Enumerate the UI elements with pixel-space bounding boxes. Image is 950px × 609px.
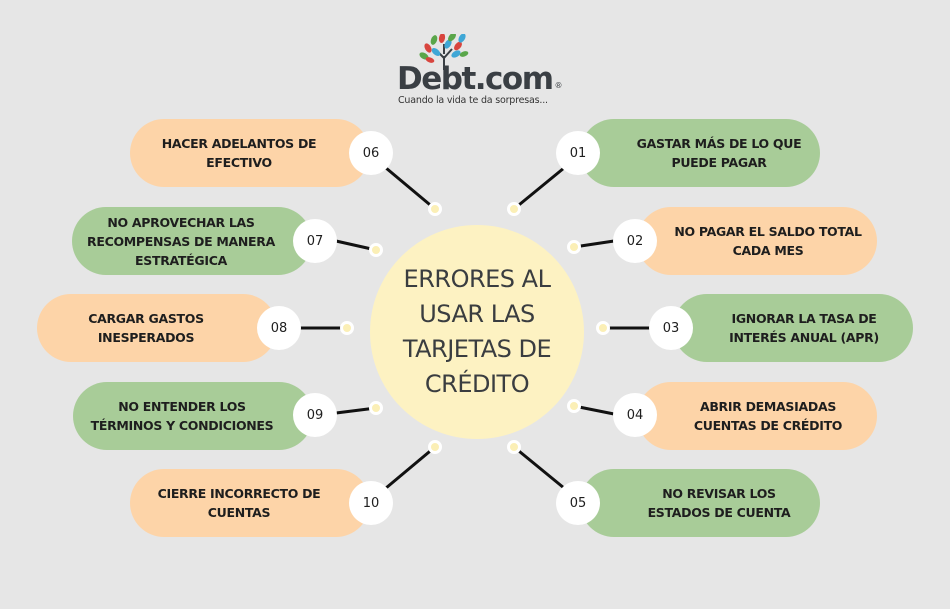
connector-dot (428, 202, 442, 216)
connector-dot (369, 243, 383, 257)
item-text: CARGAR GASTOS (88, 311, 204, 326)
item-text: EFECTIVO (206, 155, 272, 170)
item-09-pill: NO ENTENDER LOS TÉRMINOS Y CONDICIONES (73, 382, 313, 450)
connector-dot (596, 321, 610, 335)
item-text: NO REVISAR LOS (662, 486, 776, 501)
item-03-number-badge: 03 (649, 306, 693, 350)
item-text: HACER ADELANTOS DE (161, 136, 317, 151)
item-05-number-badge: 05 (556, 481, 600, 525)
item-10-pill: CIERRE INCORRECTO DE CUENTAS (130, 469, 370, 537)
item-06-number-badge: 06 (349, 131, 393, 175)
item-text: CIERRE INCORRECTO DE (157, 486, 321, 501)
item-text: ESTADOS DE CUENTA (647, 505, 791, 520)
item-02-pill: NO PAGAR EL SALDO TOTAL CADA MES (637, 207, 877, 275)
item-text: GASTAR MÁS DE LO QUE (636, 136, 802, 151)
center-line: ERRORES AL (403, 265, 551, 293)
tree-logo-icon (419, 34, 469, 70)
item-text: PUEDE PAGAR (671, 155, 767, 170)
item-text: NO ENTENDER LOS (118, 399, 246, 414)
item-text: RECOMPENSAS DE MANERA (87, 233, 275, 249)
item-05-pill: NO REVISAR LOS ESTADOS DE CUENTA (580, 469, 820, 537)
item-text: NO PAGAR EL SALDO TOTAL (674, 224, 862, 239)
item-text: ABRIR DEMASIADAS (699, 399, 837, 414)
connector-dot (567, 240, 581, 254)
brand-name: Debt.com® (397, 61, 563, 97)
center-line: CRÉDITO (424, 370, 530, 398)
item-text: INTERÉS ANUAL (APR) (729, 330, 879, 345)
connector-dot (369, 401, 383, 415)
item-07-number-badge: 07 (293, 219, 337, 263)
center-title: ERRORES AL USAR LAS TARJETAS DE CRÉDITO (382, 262, 572, 402)
item-text: TÉRMINOS Y CONDICIONES (90, 418, 274, 433)
item-04-number-badge: 04 (613, 393, 657, 437)
item-08-pill: CARGAR GASTOS INESPERADOS (37, 294, 277, 362)
item-08-number-badge: 08 (257, 306, 301, 350)
item-text: CADA MES (732, 243, 804, 258)
center-line: TARJETAS DE (402, 335, 552, 363)
connector-dot (428, 440, 442, 454)
item-text: CUENTAS DE CRÉDITO (693, 418, 843, 433)
item-text: NO APROVECHAR LAS (107, 214, 255, 230)
item-04-pill: ABRIR DEMASIADAS CUENTAS DE CRÉDITO (637, 382, 877, 450)
item-text: CUENTAS (207, 505, 271, 520)
tagline: Cuando la vida te da sorpresas... (398, 95, 548, 106)
item-06-pill: HACER ADELANTOS DE EFECTIVO (130, 119, 370, 187)
item-text: INESPERADOS (97, 330, 195, 345)
registered-mark: ® (554, 81, 563, 90)
connector-05 (512, 445, 566, 490)
connector-06 (384, 166, 437, 211)
item-07-pill: NO APROVECHAR LAS RECOMPENSAS DE MANERA ES… (72, 207, 312, 275)
connector-dot (507, 202, 521, 216)
brand-text: Debt.com (397, 61, 554, 97)
item-01-number-badge: 01 (556, 131, 600, 175)
center-line: USAR LAS (419, 300, 535, 328)
item-10-number-badge: 10 (349, 481, 393, 525)
item-03-pill: IGNORAR LA TASA DE INTERÉS ANUAL (APR) (673, 294, 913, 362)
connector-01 (512, 166, 566, 211)
center-circle: ERRORES AL USAR LAS TARJETAS DE CRÉDITO (370, 225, 584, 439)
item-09-number-badge: 09 (293, 393, 337, 437)
item-01-pill: GASTAR MÁS DE LO QUE PUEDE PAGAR (580, 119, 820, 187)
item-text: IGNORAR LA TASA DE (731, 311, 877, 326)
item-02-number-badge: 02 (613, 219, 657, 263)
connector-dot (507, 440, 521, 454)
connector-10 (384, 445, 437, 490)
connector-dot (567, 399, 581, 413)
item-text: ESTRATÉGICA (135, 252, 227, 268)
connector-dot (340, 321, 354, 335)
